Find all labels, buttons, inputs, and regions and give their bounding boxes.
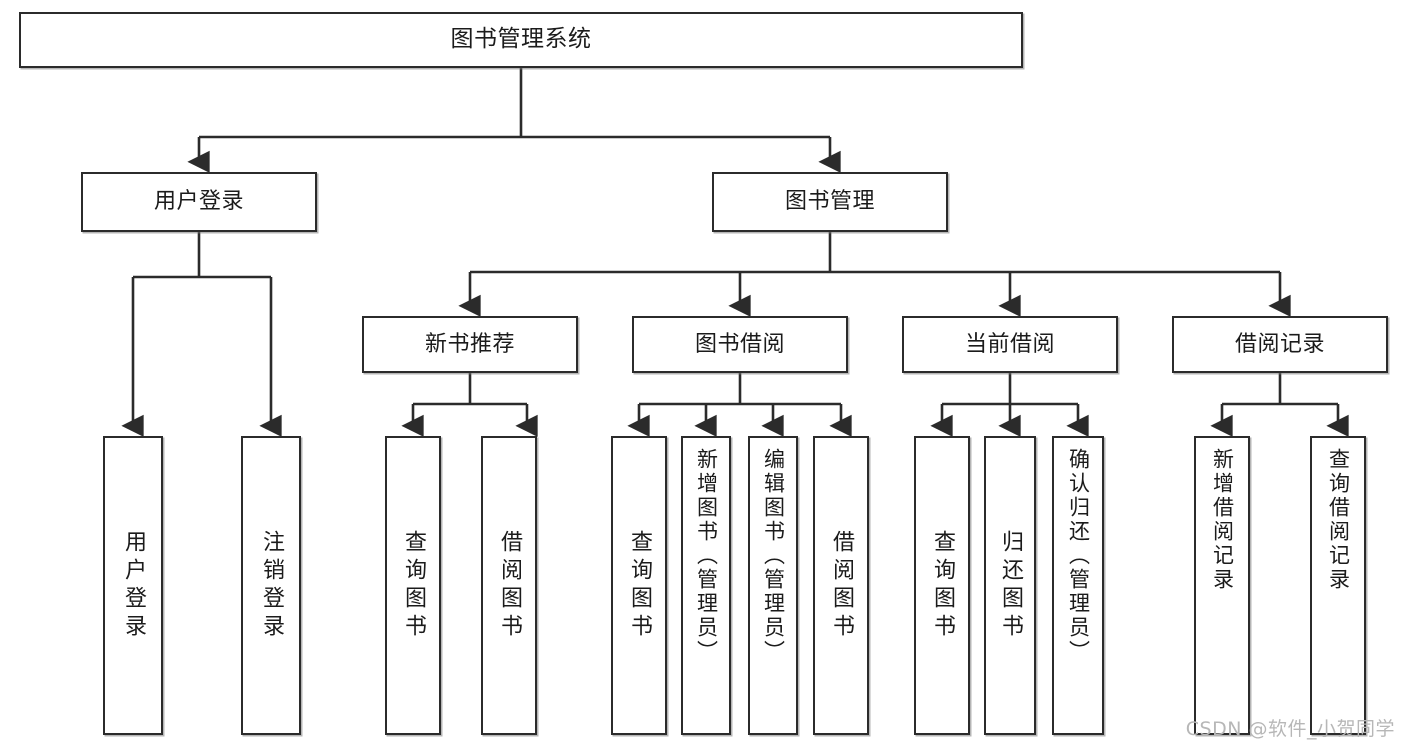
node-label: 图书管理系统 — [450, 26, 592, 53]
node-leaf-query-book-recommend[interactable]: 查询图书 — [385, 436, 441, 735]
node-label: 图书管理 — [784, 189, 875, 215]
node-book-manage[interactable]: 图书管理 — [712, 172, 948, 232]
node-borrow-record[interactable]: 借阅记录 — [1172, 316, 1388, 373]
node-root-system[interactable]: 图书管理系统 — [19, 12, 1023, 68]
node-label: 新增图书（管理员） — [694, 448, 719, 664]
node-user-login[interactable]: 用户登录 — [81, 172, 317, 232]
node-label: 用户登录 — [121, 529, 146, 642]
node-label: 新增借阅记录 — [1210, 448, 1235, 592]
csdn-watermark: CSDN @软件_小贺同学 — [1185, 718, 1395, 740]
node-label: 查询图书 — [627, 529, 652, 642]
node-label: 归还图书 — [998, 529, 1023, 642]
node-leaf-borrow-book[interactable]: 借阅图书 — [813, 436, 869, 735]
node-label: 编辑图书（管理员） — [761, 448, 786, 664]
node-label: 图书借阅 — [694, 331, 785, 357]
node-leaf-user-login[interactable]: 用户登录 — [103, 436, 163, 735]
node-leaf-return-book[interactable]: 归还图书 — [984, 436, 1036, 735]
node-label: 查询借阅记录 — [1326, 448, 1351, 592]
node-label: 查询图书 — [930, 529, 955, 642]
node-leaf-query-book-borrow[interactable]: 查询图书 — [611, 436, 667, 735]
node-label: 借阅图书 — [829, 529, 854, 642]
node-label: 借阅图书 — [497, 529, 522, 642]
node-label: 用户登录 — [153, 189, 244, 215]
node-leaf-confirm-return[interactable]: 确认归还（管理员） — [1052, 436, 1104, 735]
node-label: 当前借阅 — [964, 331, 1055, 357]
node-label: 新书推荐 — [424, 331, 515, 357]
node-label: 注销登录 — [259, 529, 284, 642]
node-leaf-borrow-book-recommend[interactable]: 借阅图书 — [481, 436, 537, 735]
node-leaf-user-logout[interactable]: 注销登录 — [241, 436, 301, 735]
node-leaf-add-book[interactable]: 新增图书（管理员） — [681, 436, 731, 735]
node-current-borrow[interactable]: 当前借阅 — [902, 316, 1118, 373]
node-leaf-query-book-current[interactable]: 查询图书 — [914, 436, 970, 735]
node-book-borrow[interactable]: 图书借阅 — [632, 316, 848, 373]
node-label: 查询图书 — [401, 529, 426, 642]
node-new-book-recommend[interactable]: 新书推荐 — [362, 316, 578, 373]
node-label: 确认归还（管理员） — [1066, 448, 1091, 664]
node-leaf-add-borrow-record[interactable]: 新增借阅记录 — [1194, 436, 1250, 735]
node-leaf-edit-book[interactable]: 编辑图书（管理员） — [748, 436, 798, 735]
node-leaf-query-borrow-record[interactable]: 查询借阅记录 — [1310, 436, 1366, 735]
node-label: 借阅记录 — [1234, 331, 1325, 357]
